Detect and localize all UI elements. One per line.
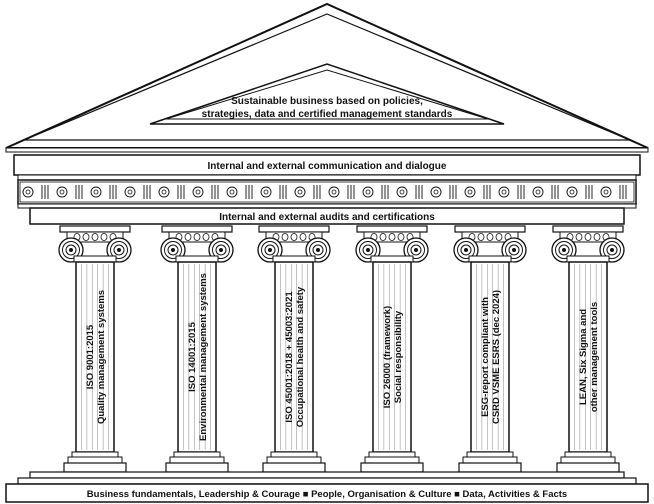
frieze-ornament xyxy=(551,185,559,199)
communication-band: Internal and external communication and … xyxy=(5,147,649,181)
audits-band: Internal and external audits and certifi… xyxy=(17,203,637,225)
audits-band-text: Internal and external audits and certifi… xyxy=(219,212,435,223)
frieze-ornament xyxy=(415,185,423,199)
frieze-ornament xyxy=(498,186,510,198)
frieze-ornament xyxy=(483,185,491,199)
frieze-ornament xyxy=(41,185,49,199)
frieze-ornament xyxy=(347,185,355,199)
foundation-text: Business fundamentals, Leadership & Cour… xyxy=(87,489,567,500)
frieze-ornament xyxy=(381,185,389,199)
frieze-ornament xyxy=(328,186,340,198)
frieze-ornament xyxy=(566,186,578,198)
frieze-ornament xyxy=(294,186,306,198)
frieze-ornament xyxy=(260,186,272,198)
frieze-ornament xyxy=(245,185,253,199)
frieze-ornament xyxy=(279,185,287,199)
frieze xyxy=(17,179,637,205)
frieze-ornament xyxy=(619,185,627,199)
pillar-label-line1: ESG-report compliant with xyxy=(480,297,491,417)
pillar-6: LEAN, Six Sigma andother management tool… xyxy=(551,225,625,473)
pillar-label-line1: ISO 14001:2015 xyxy=(187,321,198,391)
pediment-text-line2: strategies, data and certified managemen… xyxy=(202,109,453,120)
frieze-ornament xyxy=(192,186,204,198)
pillar-label-line2: CSRD VSME ESRS (dec 2024) xyxy=(491,290,502,424)
pillar-6-label: LEAN, Six Sigma andother management tool… xyxy=(578,302,600,412)
frieze-ornament xyxy=(75,185,83,199)
pillar-3-label: ISO 45001:2018 + 45003:2021Occupational … xyxy=(284,286,306,427)
pillar-1: ISO 9001:2015Quality management systems xyxy=(58,225,132,473)
pillar-label-line1: LEAN, Six Sigma and xyxy=(578,309,589,405)
pillar-label-line2: Quality management systems xyxy=(96,290,107,424)
pillar-4: ISO 26000 (framework)Social responsibili… xyxy=(355,225,429,473)
foundation: Business fundamentals, Leadership & Cour… xyxy=(5,471,649,503)
frieze-ornament xyxy=(22,186,34,198)
frieze-ornament xyxy=(158,186,170,198)
pillar-label-line2: Environmental management systems xyxy=(198,273,209,441)
pillar-5-label: ESG-report compliant withCSRD VSME ESRS … xyxy=(480,290,502,424)
pillar-1-label: ISO 9001:2015Quality management systems xyxy=(85,290,107,424)
frieze-ornament xyxy=(464,186,476,198)
pediment: Sustainable business based on policies, … xyxy=(5,2,649,149)
frieze-ornament xyxy=(532,186,544,198)
frieze-ornament xyxy=(600,186,612,198)
frieze-ornament xyxy=(449,185,457,199)
frieze-ornament xyxy=(313,185,321,199)
pillar-label-line1: ISO 9001:2015 xyxy=(85,324,96,389)
frieze-ornament xyxy=(177,185,185,199)
frieze-ornament xyxy=(90,186,102,198)
frieze-ornament xyxy=(211,185,219,199)
pillar-2-label: ISO 14001:2015Environmental management s… xyxy=(187,273,209,441)
pillar-label-line2: Social responsibility xyxy=(393,310,404,403)
pillar-2: ISO 14001:2015Environmental management s… xyxy=(160,225,234,473)
frieze-ornament xyxy=(109,185,117,199)
pillar-3: ISO 45001:2018 + 45003:2021Occupational … xyxy=(257,225,331,473)
pillar-label-line2: other management tools xyxy=(589,302,600,412)
pillar-4-label: ISO 26000 (framework)Social responsibili… xyxy=(382,306,404,408)
frieze-ornament xyxy=(517,185,525,199)
pediment-text-line1: Sustainable business based on policies, xyxy=(231,96,423,107)
frieze-ornament xyxy=(56,186,68,198)
frieze-ornament xyxy=(143,185,151,199)
frieze-ornament xyxy=(396,186,408,198)
pillar-label-line1: ISO 45001:2018 + 45003:2021 xyxy=(284,291,295,423)
frieze-ornament xyxy=(362,186,374,198)
frieze-ornament xyxy=(430,186,442,198)
communication-band-text: Internal and external communication and … xyxy=(208,161,447,172)
frieze-ornament xyxy=(226,186,238,198)
pillar-5: ESG-report compliant withCSRD VSME ESRS … xyxy=(453,225,527,473)
pillar-label-line2: Occupational health and safety xyxy=(295,286,306,427)
frieze-ornament xyxy=(124,186,136,198)
pillar-label-line1: ISO 26000 (framework) xyxy=(382,306,393,408)
frieze-ornament xyxy=(585,185,593,199)
